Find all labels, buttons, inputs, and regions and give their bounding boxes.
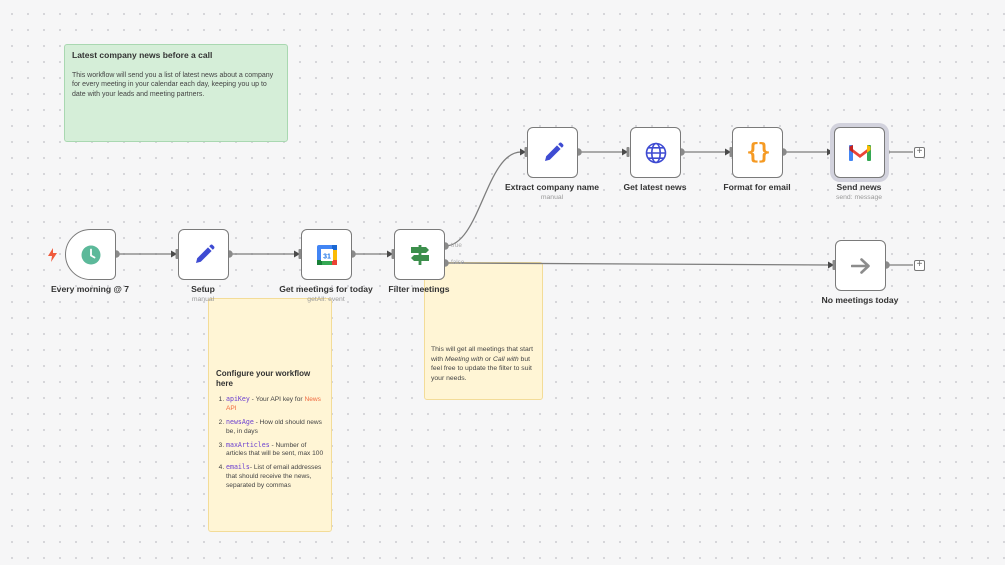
note-config[interactable]: Configure your workflow here apiKey - Yo…: [208, 298, 332, 532]
config-text: - Your API key for: [249, 396, 305, 403]
filter-em: Call with: [492, 355, 519, 363]
wire-true-extract: [444, 151, 522, 247]
node-extract-company[interactable]: [527, 127, 578, 178]
config-code: maxArticles: [226, 440, 270, 449]
gmail-icon: [848, 145, 871, 161]
node-subtitle: manual: [191, 296, 215, 303]
news-api-link[interactable]: News API: [226, 396, 321, 412]
add-node-button[interactable]: +: [914, 146, 925, 158]
node-label: Format for email: [723, 182, 791, 192]
node-label: Every morning @ 7: [50, 284, 130, 294]
node-every-morning[interactable]: [65, 229, 116, 280]
filter-em: Meeting with: [444, 355, 484, 363]
note-intro-body: This workflow will send you a list of la…: [72, 71, 274, 98]
port-label-false: false: [451, 259, 465, 266]
config-code: newsAge: [226, 417, 254, 426]
pencil-icon: [195, 244, 214, 263]
note-filter[interactable]: This will get all meetings that start wi…: [424, 262, 543, 400]
config-text: - Number of articles that will be sent, …: [226, 441, 324, 458]
node-label: Extract company name: [504, 182, 600, 192]
filter-text: but feel free to update the filter to su…: [431, 355, 532, 382]
braces-icon: {}: [746, 140, 770, 165]
google-calendar-icon: 31: [316, 244, 337, 265]
note-config-title: Configure your workflow here: [216, 369, 311, 388]
config-item-apikey: apiKey - Your API key for News API: [226, 395, 324, 414]
globe-icon: [645, 142, 666, 163]
config-code: apiKey: [226, 395, 250, 403]
node-label: No meetings today: [821, 295, 899, 305]
filter-text: or: [483, 355, 493, 363]
node-label: Filter meetings: [388, 284, 450, 294]
node-subtitle: manual: [540, 194, 564, 201]
wire-false-none: [444, 262, 830, 266]
note-intro-title: Latest company news before a call: [72, 50, 213, 60]
note-intro[interactable]: Latest company news before a call This w…: [64, 44, 288, 142]
config-text: - How old should news be, in days: [226, 418, 322, 435]
node-label: Get latest news: [623, 182, 687, 192]
config-item-emails: emails- List of email addresses that sho…: [226, 463, 324, 491]
node-send-news[interactable]: [834, 127, 885, 178]
node-filter-meetings[interactable]: [394, 229, 445, 280]
node-get-latest-news[interactable]: [630, 127, 681, 178]
port-label-true: true: [451, 242, 462, 249]
config-item-newsage: newsAge - How old should news be, in day…: [226, 418, 324, 437]
node-get-meetings[interactable]: 31: [301, 229, 352, 280]
note-filter-body: This will get all meetings that start wi…: [431, 345, 536, 383]
node-no-meetings[interactable]: [835, 240, 886, 291]
node-label: Setup: [191, 284, 215, 294]
node-format-email[interactable]: {}: [732, 127, 783, 178]
signpost-icon: [410, 244, 429, 265]
config-list: apiKey - Your API key for News API newsA…: [216, 395, 324, 491]
config-code: emails: [226, 463, 250, 472]
clock-icon: [81, 245, 100, 264]
node-subtitle: getAll: event: [307, 296, 345, 303]
calendar-day: 31: [323, 253, 331, 260]
node-label: Send news: [836, 182, 882, 192]
add-node-button[interactable]: +: [914, 259, 925, 271]
arrow-right-icon: [850, 257, 870, 274]
node-subtitle: send: message: [835, 194, 883, 201]
pencil-icon: [544, 142, 563, 161]
trigger-bolt-icon: [48, 248, 57, 262]
node-setup[interactable]: [178, 229, 229, 280]
config-item-maxarticles: maxArticles - Number of articles that wi…: [226, 441, 324, 460]
node-label: Get meetings for today: [279, 284, 373, 294]
filter-text: This will get all meetings that start wi…: [431, 346, 533, 363]
config-text: - List of email addresses that should re…: [226, 464, 322, 490]
